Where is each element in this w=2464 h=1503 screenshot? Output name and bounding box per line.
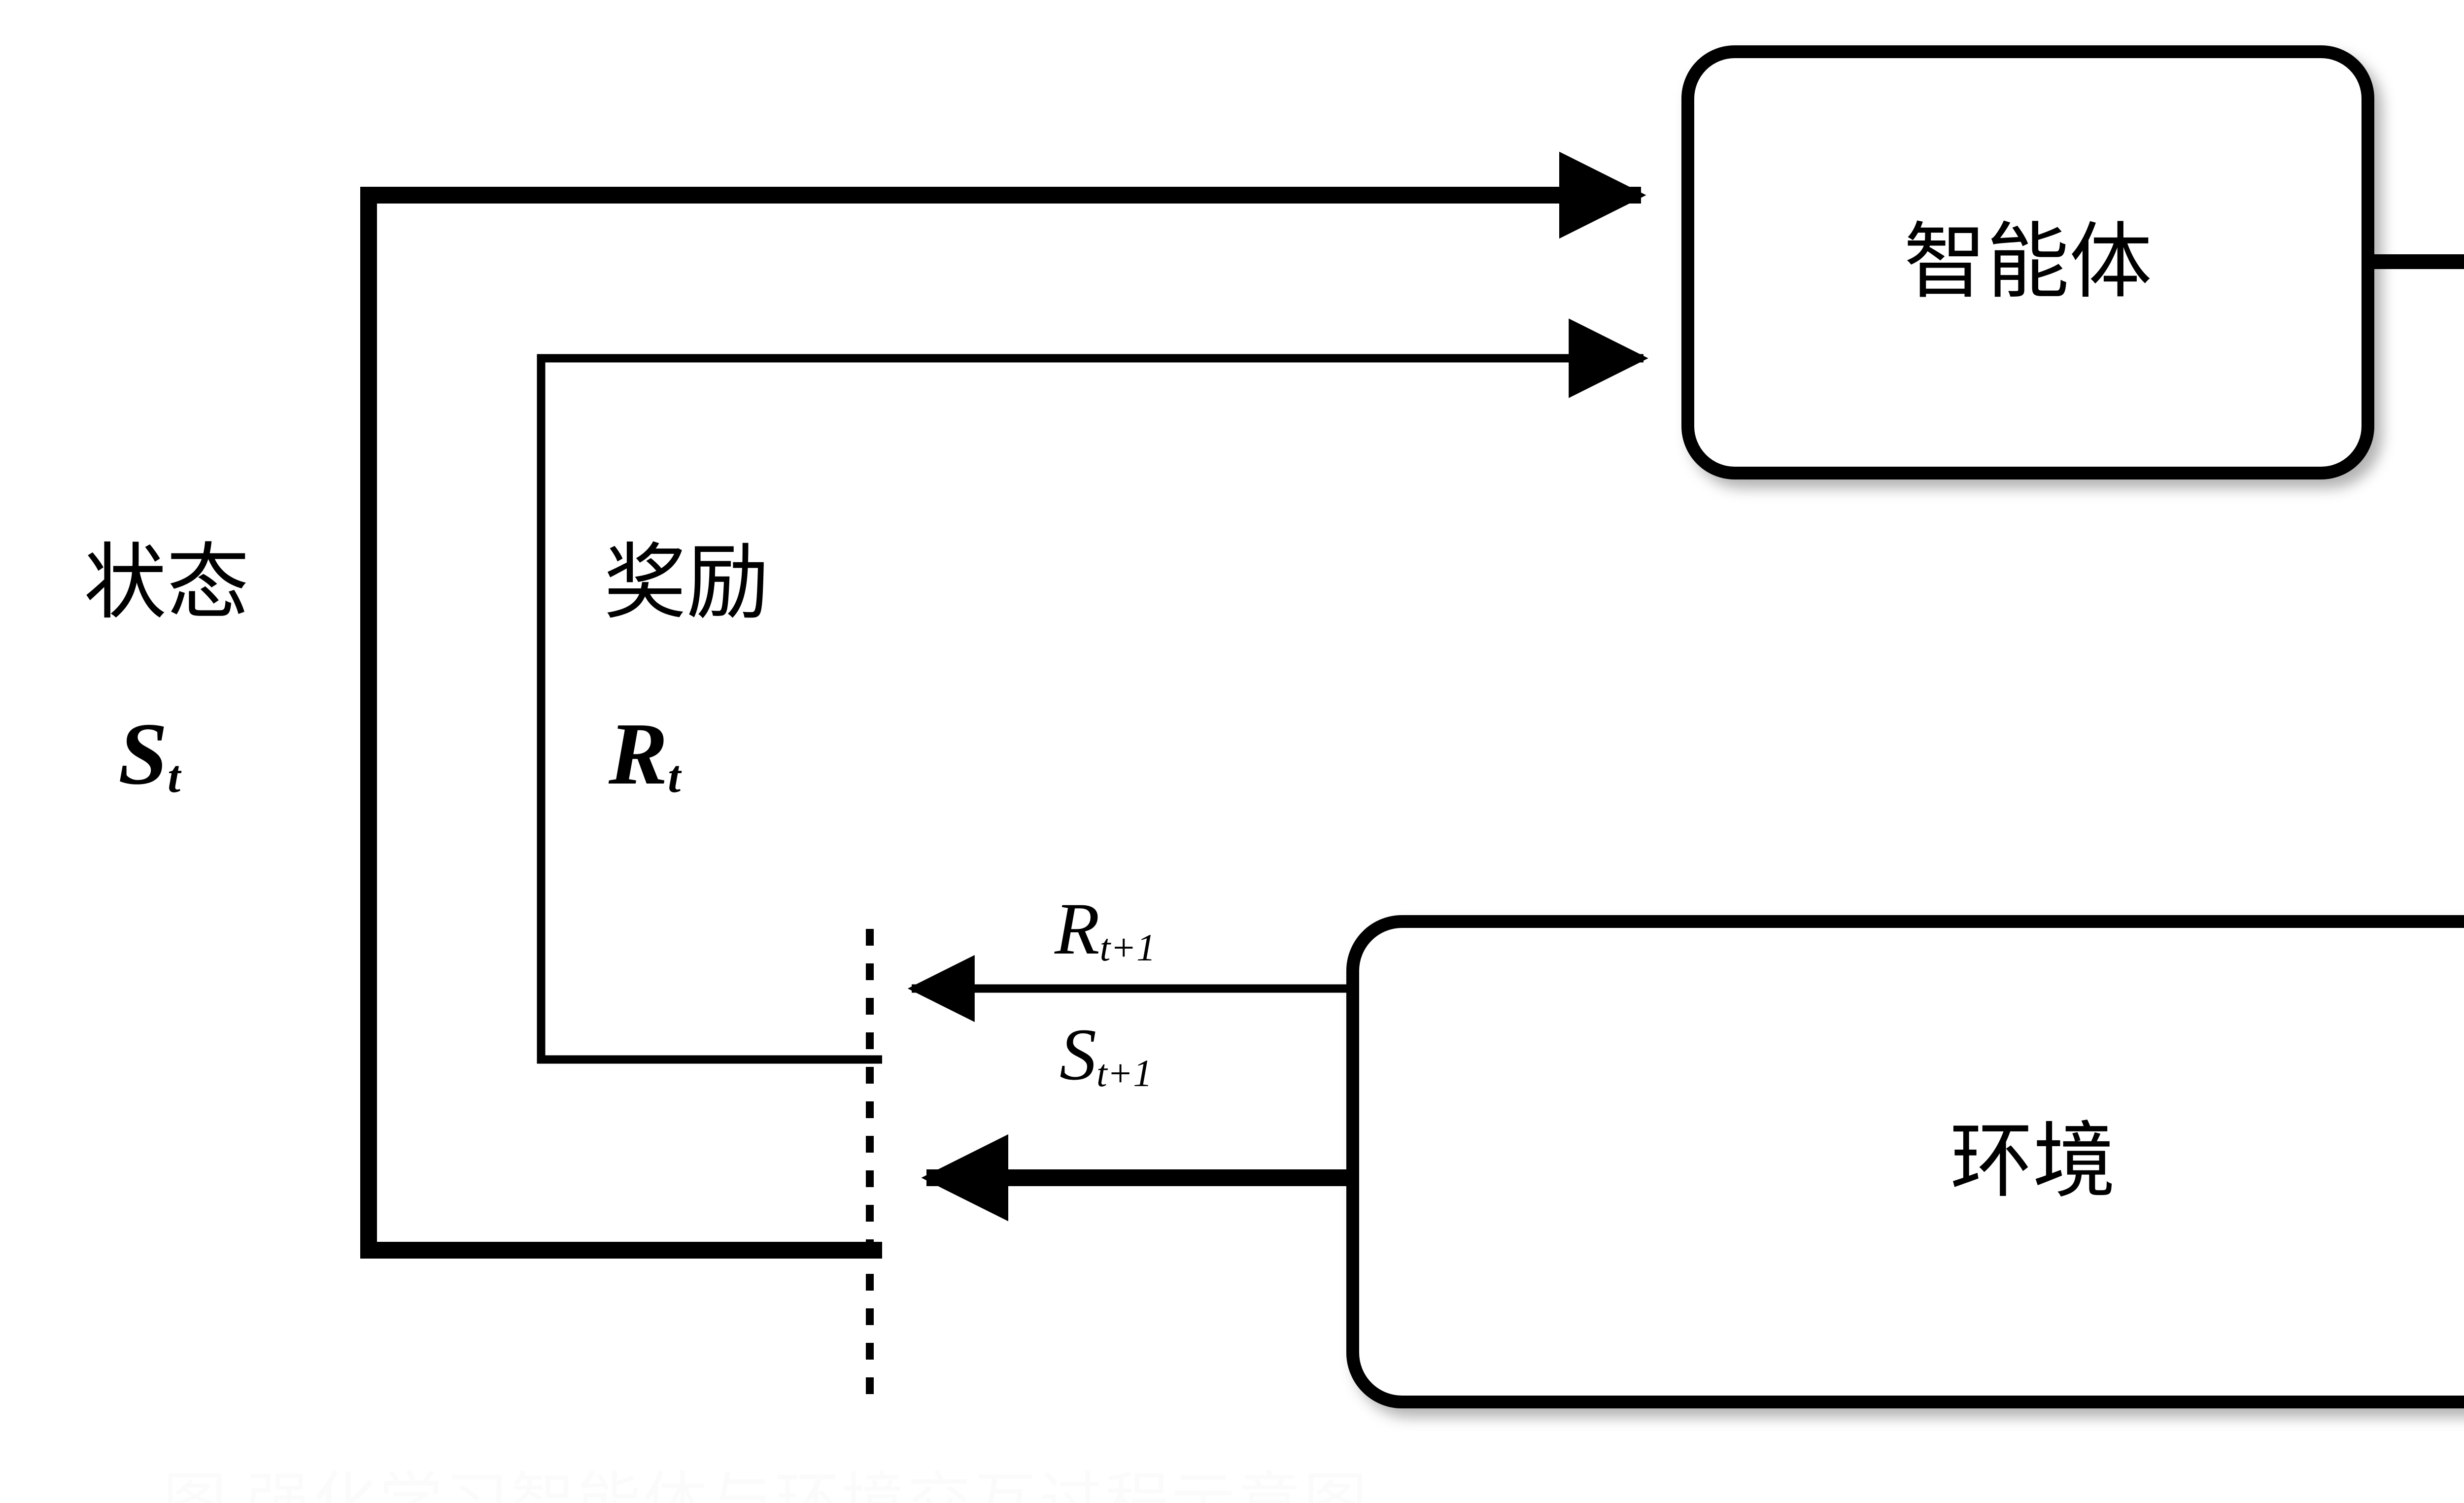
figure-caption: 图 强化学习智能体与环境交互过程示意图 (163, 1468, 1369, 1503)
edge-reward-to-agent (537, 318, 1648, 1064)
state-symbol-subscript: t (168, 751, 181, 802)
state-symbol: St (118, 710, 180, 800)
state-next-subscript: t+1 (1096, 1052, 1153, 1095)
agent-label: 智能体 (1904, 216, 2152, 308)
edge-state-to-agent (360, 151, 1646, 1259)
reward-next-symbol: Rt+1 (1055, 892, 1156, 967)
state-next-symbol: St+1 (1060, 1018, 1152, 1093)
reward-symbol-subscript: t (668, 751, 681, 802)
environment-label: 环境 (1950, 1116, 2116, 1208)
reward-symbol-letter: R (609, 705, 668, 803)
environment-box[interactable] (1346, 915, 2464, 1408)
state-symbol-letter: S (118, 705, 168, 803)
state-label: 状态 (84, 538, 249, 629)
reward-next-letter: R (1055, 888, 1100, 970)
reward-label: 奖励 (604, 538, 769, 629)
reward-next-subscript: t+1 (1099, 926, 1156, 969)
state-next-letter: S (1060, 1014, 1096, 1095)
environment-node[interactable] (1346, 915, 2464, 1408)
reward-symbol: Rt (609, 710, 681, 800)
